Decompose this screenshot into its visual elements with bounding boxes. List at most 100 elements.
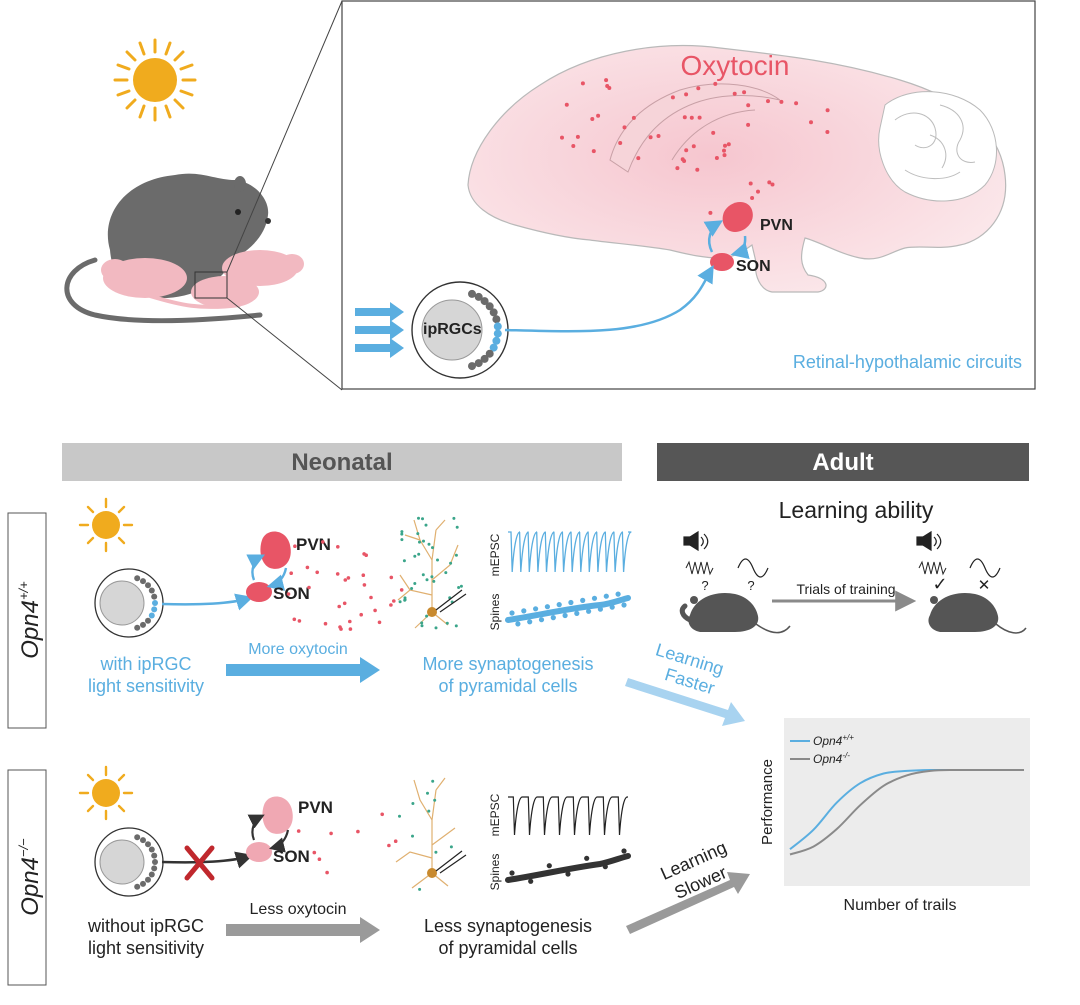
- wt-arrow-label: More oxytocin: [248, 641, 348, 658]
- synapse-dot: [425, 614, 429, 618]
- ganglion-cell: [493, 329, 502, 338]
- synapse-dot: [418, 540, 421, 544]
- speaker-icon: [683, 530, 709, 552]
- ganglion-cell: [492, 315, 501, 324]
- synapse-dot: [398, 814, 401, 818]
- oxytocin-dot: [656, 134, 661, 138]
- synapse-dot: [426, 791, 429, 795]
- neuron-icon: [395, 777, 456, 889]
- synapse-dot: [459, 584, 463, 588]
- synapse-dot: [454, 624, 458, 628]
- oxytocin-dot: [286, 592, 291, 596]
- oxytocin-dot: [293, 544, 297, 548]
- oxytocin-dot: [748, 181, 753, 186]
- oxytocin-dot: [631, 115, 636, 120]
- sun-icon: [78, 497, 134, 553]
- oxytocin-dot: [750, 196, 755, 200]
- ganglion-cell: [493, 322, 502, 331]
- synapse-dot: [400, 538, 404, 542]
- oxytocin-dot: [335, 572, 340, 576]
- recording-electrode: [435, 850, 467, 874]
- dendritic-spine: [556, 602, 562, 608]
- wt-oxytocin-dots: [286, 540, 404, 631]
- dendritic-spine: [621, 848, 627, 854]
- synapse-dot: [431, 546, 434, 550]
- performance-line-knockout: [789, 768, 1024, 856]
- wt-spines-label: Spines: [488, 594, 502, 631]
- ko-right-caption-2: of pyramidal cells: [438, 938, 577, 958]
- oxytocin-dot: [307, 585, 311, 590]
- synapse-dot: [444, 571, 448, 575]
- neuron-soma: [427, 607, 437, 617]
- pvn-shape: [722, 201, 753, 232]
- sun-icon: [78, 765, 134, 821]
- ko-left-caption-1: without ipRGC: [87, 916, 204, 936]
- speaker-icon: [916, 530, 942, 552]
- oxytocin-dot: [292, 617, 297, 622]
- ganglion-cell: [468, 362, 476, 371]
- oxytocin-dot: [825, 130, 830, 134]
- legend-label-knockout: Opn4-/-: [813, 751, 850, 766]
- ko-loop-arrow-up: [247, 814, 265, 841]
- ganglion-cell: [148, 871, 155, 878]
- oxytocin-dot: [364, 553, 369, 557]
- ganglion-cell: [480, 297, 489, 306]
- synapse-dot: [416, 532, 420, 536]
- ko-mepsc-label: mEPSC: [488, 793, 502, 836]
- son-shape: [710, 253, 734, 271]
- dendritic-spine: [546, 863, 552, 869]
- oxytocin-dot: [387, 843, 391, 848]
- wt-mepsc-trace: [508, 531, 632, 573]
- synapse-dot: [432, 579, 436, 583]
- synapse-dot: [418, 887, 422, 891]
- ko-less-oxytocin-arrow: [226, 917, 380, 943]
- ganglion-cell: [148, 612, 155, 619]
- wt-left-caption-2: light sensitivity: [88, 676, 204, 696]
- iprgc-label: ipRGCs: [423, 321, 482, 338]
- question-mark-1: ?: [701, 578, 708, 593]
- dendritic-spine: [584, 855, 590, 861]
- retina-to-son-arrow: [504, 264, 714, 333]
- wt-right-caption-1: More synaptogenesis: [422, 654, 593, 674]
- oxytocin-dot: [696, 86, 701, 91]
- oxytocin-dot: [571, 144, 576, 148]
- dendritic-spine: [574, 610, 580, 617]
- oxytocin-dot: [575, 134, 580, 139]
- dendritic-spine: [586, 608, 592, 614]
- oxytocin-dot: [305, 565, 310, 570]
- wt-pvn-shape: [260, 531, 291, 569]
- tone-high-icon: [918, 560, 947, 576]
- synapse-dot: [433, 798, 437, 802]
- tone-low-icon: [969, 558, 1001, 578]
- dendritic-spine: [568, 599, 574, 606]
- oxytocin-dot: [746, 103, 751, 108]
- synapse-dot: [449, 845, 453, 849]
- wt-pvn-label: PVN: [296, 535, 331, 554]
- oxytocin-dot: [732, 91, 737, 96]
- synapse-dot: [431, 779, 435, 783]
- oxytocin-dot: [369, 595, 373, 600]
- oxytocin-dot: [296, 829, 301, 833]
- chart-background: [784, 718, 1030, 886]
- dendritic-spine: [609, 604, 615, 610]
- synapse-dot: [427, 542, 431, 546]
- dendritic-spine: [515, 621, 521, 627]
- oxytocin-dot: [680, 157, 685, 162]
- oxytocin-dot: [684, 92, 689, 97]
- synapse-dot: [430, 575, 434, 579]
- synapse-dot: [410, 587, 414, 590]
- neonatal-header-label: Neonatal: [291, 449, 392, 476]
- ganglion-cell: [485, 349, 494, 358]
- ko-arrow-label: Less oxytocin: [250, 901, 347, 918]
- oxytocin-dot: [766, 99, 770, 104]
- oxytocin-dot: [342, 601, 347, 606]
- synapse-dot: [434, 626, 438, 630]
- oxytocin-dot: [348, 627, 353, 631]
- ganglion-cell: [474, 292, 483, 301]
- ganglion-cell: [480, 354, 489, 363]
- ganglion-cell: [134, 624, 141, 631]
- oxytocin-dot: [723, 143, 727, 148]
- oxytocin-dot: [399, 588, 404, 592]
- light-arrows: [355, 302, 404, 358]
